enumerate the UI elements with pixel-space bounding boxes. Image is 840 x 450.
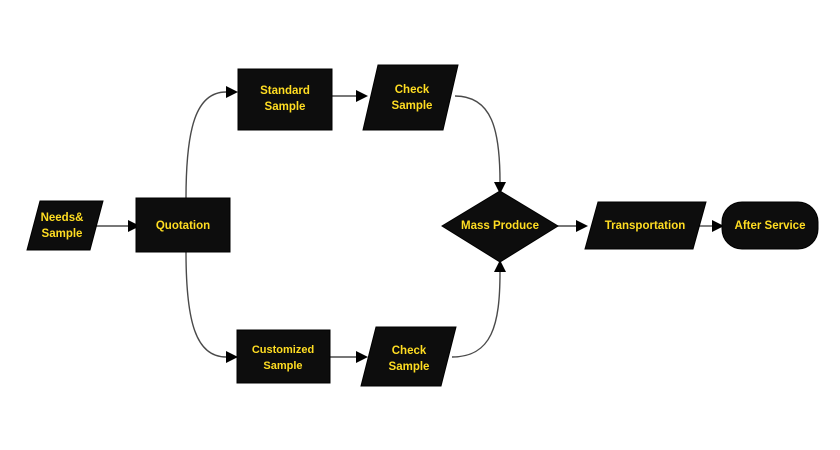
edge-line (185, 251, 227, 358)
arrowhead-icon (356, 90, 368, 102)
customized-sample-label-line1: Customized (252, 344, 314, 356)
after-service-label-line1: After Service (735, 220, 806, 232)
node-customized-sample[interactable]: Customized Sample (236, 329, 331, 384)
needs-sample-label-line1: Needs& (41, 212, 84, 224)
arrowhead-icon (226, 86, 238, 98)
edge-quotation-to-standard (185, 86, 238, 199)
arrowhead-icon (494, 260, 506, 272)
arrowhead-icon (226, 351, 238, 363)
needs-sample-label-line2: Sample (42, 228, 83, 240)
customized-sample-shape[interactable] (236, 329, 331, 384)
edge-standard-to-check-top (332, 90, 368, 102)
node-needs-sample[interactable]: Needs& Sample (26, 200, 104, 251)
arrowhead-icon (356, 351, 368, 363)
check-sample-bottom-label-line1: Check (392, 345, 427, 357)
check-sample-top-label-line2: Sample (392, 100, 433, 112)
check-sample-top-label-line1: Check (395, 84, 430, 96)
transportation-shape[interactable] (584, 201, 707, 250)
check-sample-top-shape[interactable] (362, 64, 459, 131)
arrowhead-icon (494, 182, 506, 194)
arrowhead-icon (576, 220, 588, 232)
edge-check-top-to-mass (454, 95, 506, 194)
quotation-shape[interactable] (135, 197, 231, 253)
node-transportation[interactable]: Transportation (584, 201, 707, 250)
check-sample-bottom-label-line2: Sample (389, 361, 430, 373)
standard-sample-shape[interactable] (237, 68, 333, 131)
edge-line (185, 91, 227, 199)
mass-produce-label-line1: Mass Produce (461, 220, 539, 232)
check-sample-bottom-shape[interactable] (360, 326, 457, 387)
node-check-sample-bottom[interactable]: Check Sample (360, 326, 457, 387)
node-quotation[interactable]: Quotation (135, 197, 231, 253)
needs-sample-shape[interactable] (26, 200, 104, 251)
edge-line (454, 95, 501, 183)
edge-check-bottom-to-mass (451, 260, 506, 358)
node-standard-sample[interactable]: Standard Sample (237, 68, 333, 131)
customized-sample-label-line2: Sample (263, 360, 302, 372)
edge-line (451, 271, 501, 358)
node-after-service[interactable]: After Service (721, 201, 819, 250)
standard-sample-label-line2: Sample (265, 101, 306, 113)
node-mass-produce[interactable]: Mass Produce (441, 190, 559, 263)
mass-produce-shape[interactable] (441, 190, 559, 263)
transportation-label-line1: Transportation (605, 220, 686, 232)
quotation-label-line1: Quotation (156, 220, 210, 232)
edge-quotation-to-customized (185, 251, 238, 363)
edge-customized-to-check-bottom (330, 351, 368, 363)
arrowhead-icon (712, 220, 724, 232)
standard-sample-label-line1: Standard (260, 85, 310, 97)
node-check-sample-top[interactable]: Check Sample (362, 64, 459, 131)
edge-transportation-to-after-service (697, 220, 724, 232)
after-service-shape[interactable] (721, 201, 819, 250)
arrowhead-icon (128, 220, 140, 232)
edge-needs-to-quotation (96, 220, 140, 232)
edge-mass-to-transportation (557, 220, 588, 232)
